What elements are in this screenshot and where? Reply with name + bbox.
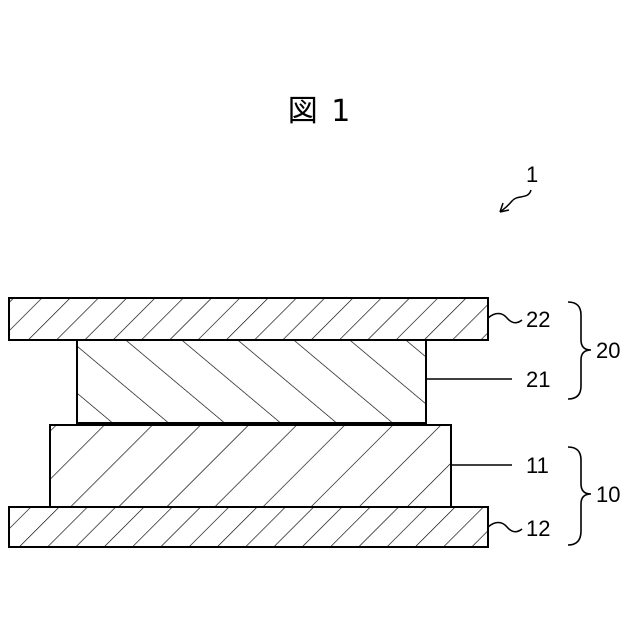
label-20: 20 <box>596 338 620 363</box>
label-21: 21 <box>526 367 550 392</box>
leader-12 <box>488 523 522 532</box>
layer-12 <box>9 507 488 547</box>
brace-10 <box>568 447 591 545</box>
device-reference: 1 <box>500 162 538 212</box>
device-label: 1 <box>526 162 538 187</box>
layer-11 <box>50 425 451 507</box>
label-12: 12 <box>526 516 550 541</box>
label-10: 10 <box>596 482 620 507</box>
brace-20 <box>568 302 591 399</box>
label-11: 11 <box>526 453 549 478</box>
layer-21 <box>77 340 426 423</box>
device-arrow-line <box>500 190 531 212</box>
leader-22 <box>488 314 522 323</box>
layer-22 <box>9 298 488 340</box>
label-22: 22 <box>526 307 550 332</box>
